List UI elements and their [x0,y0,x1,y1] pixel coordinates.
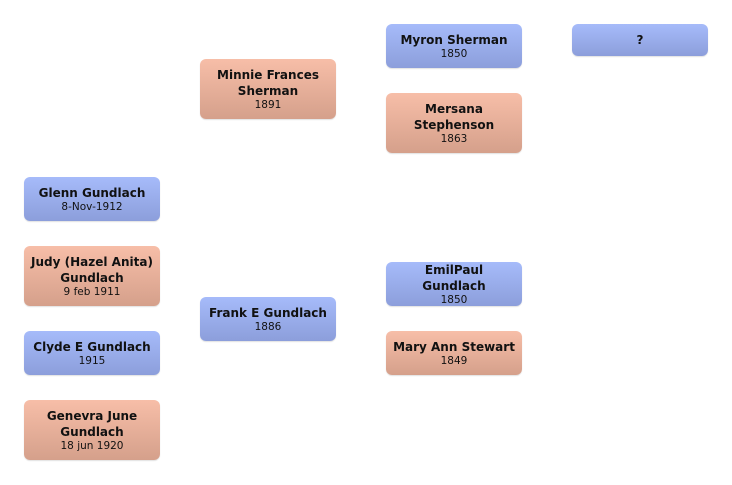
person-date: 8-Nov-1912 [61,200,123,213]
person-name: Mary Ann Stewart [393,339,515,354]
person-card-frank-e-gundlach[interactable]: Frank E Gundlach 1886 [200,297,336,341]
person-date: 1849 [440,354,468,367]
person-card-myron-sherman[interactable]: Myron Sherman 1850 [386,24,522,68]
person-name: Minnie Frances Sherman [217,67,319,98]
person-name: Frank E Gundlach [209,305,327,320]
person-card-clyde-e-gundlach[interactable]: Clyde E Gundlach 1915 [24,331,160,375]
person-name: Myron Sherman [400,32,508,47]
person-name: Judy (Hazel Anita) Gundlach [31,254,153,285]
person-card-genevra-june-gundlach[interactable]: Genevra June Gundlach 18 jun 1920 [24,400,160,460]
person-date: 1863 [440,132,468,145]
person-date: 1850 [440,47,468,60]
person-date: 1886 [254,320,282,333]
person-card-emilpaul-gundlach[interactable]: EmilPaul Gundlach 1850 [386,262,522,306]
person-name: Clyde E Gundlach [33,339,151,354]
person-date: 1891 [254,98,282,111]
person-name: Glenn Gundlach [38,185,146,200]
person-card-unknown[interactable]: ? [572,24,708,56]
person-card-minnie-frances-sherman[interactable]: Minnie Frances Sherman 1891 [200,59,336,119]
person-date: 9 feb 1911 [63,285,121,298]
person-card-glenn-gundlach[interactable]: Glenn Gundlach 8-Nov-1912 [24,177,160,221]
person-date: 18 jun 1920 [60,439,124,452]
person-card-mary-ann-stewart[interactable]: Mary Ann Stewart 1849 [386,331,522,375]
person-name: EmilPaul Gundlach [422,262,486,293]
person-name: Mersana Stephenson [413,101,495,132]
person-card-mersana-stephenson[interactable]: Mersana Stephenson 1863 [386,93,522,153]
person-name: ? [636,33,644,47]
person-date: 1915 [78,354,106,367]
person-name: Genevra June Gundlach [46,408,138,439]
person-date: 1850 [440,293,468,306]
person-card-judy-gundlach[interactable]: Judy (Hazel Anita) Gundlach 9 feb 1911 [24,246,160,306]
